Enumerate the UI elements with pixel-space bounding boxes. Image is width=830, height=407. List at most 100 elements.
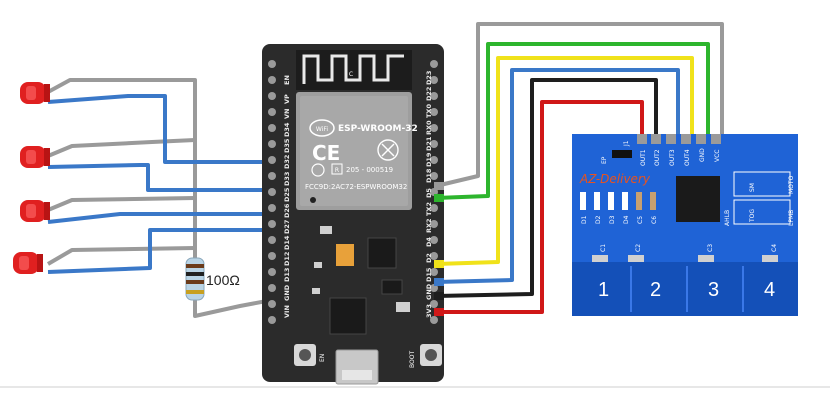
- transistor-part: [381, 279, 403, 295]
- wire-out4: [434, 56, 694, 266]
- wire-d32: [47, 94, 272, 164]
- led-2: [20, 146, 50, 168]
- svg-text:C5: C5: [637, 216, 644, 224]
- svg-text:VN: VN: [283, 109, 291, 119]
- svg-text:D15: D15: [425, 267, 433, 282]
- antenna-trace: [302, 54, 404, 84]
- wire-gnd: [434, 42, 710, 200]
- wire-out1: [434, 100, 644, 314]
- wire-vcc: [434, 22, 724, 188]
- svg-text:RX2: RX2: [425, 218, 433, 233]
- antenna-label: C: [349, 71, 353, 78]
- svg-text:TX0: TX0: [425, 104, 433, 118]
- boot-button-label: BOOT: [409, 351, 416, 368]
- touch-sensor-board: OUT1 OUT2 OUT3 OUT4 GND VCC J1 EP AZ-Del…: [572, 134, 798, 316]
- svg-text:D4: D4: [623, 215, 630, 224]
- j1-label: J1: [623, 140, 630, 147]
- smd-part-3: [312, 288, 320, 294]
- svg-text:C2: C2: [635, 244, 642, 252]
- wire-tips: [434, 182, 444, 316]
- weee-bin-icon: [377, 139, 399, 161]
- right-pin-header: [430, 60, 438, 324]
- en-button-cap: [299, 349, 311, 361]
- svg-text:D22: D22: [425, 87, 433, 101]
- touch-pad-2: 2: [650, 279, 661, 301]
- svg-text:D14: D14: [283, 235, 291, 250]
- led-4: [13, 252, 43, 274]
- svg-text:D13: D13: [283, 268, 291, 282]
- svg-text:D12: D12: [283, 252, 291, 266]
- touch-cap-parts: [592, 255, 778, 262]
- wire-d26: [47, 212, 272, 224]
- svg-text:C4: C4: [771, 244, 778, 252]
- moto-label: MOTO: [788, 175, 795, 194]
- led-blue-wires: [47, 94, 272, 274]
- svg-text:D3: D3: [609, 215, 616, 224]
- touch-cap-labels: C1 C2 C3 C4: [600, 244, 778, 252]
- svg-text:RX0: RX0: [425, 120, 433, 135]
- touch-header-pins: [637, 134, 721, 144]
- svg-text:D19: D19: [425, 152, 433, 167]
- svg-text:OUT4: OUT4: [684, 149, 691, 166]
- regulator-capacitor: [336, 244, 354, 266]
- svg-text:D5: D5: [425, 188, 433, 198]
- svg-text:D2: D2: [595, 215, 602, 224]
- smd-part-4: [396, 302, 410, 312]
- svg-text:D21: D21: [425, 136, 433, 151]
- voltage-regulator: [367, 237, 397, 269]
- ce-mark: CE: [312, 141, 340, 165]
- jumper-block-2: [733, 199, 791, 225]
- usb-port-opening: [342, 370, 372, 380]
- led-1: [20, 82, 50, 104]
- svg-text:C6: C6: [651, 216, 658, 224]
- svg-text:D4: D4: [425, 237, 433, 247]
- svg-text:GND: GND: [283, 284, 291, 301]
- right-wires: [434, 22, 724, 314]
- touch-led-labels: D1 D2 D3 D4 C5 C6: [581, 215, 658, 224]
- wire-out2: [434, 78, 658, 298]
- ep-label: EP: [601, 156, 608, 164]
- svg-text:TX2: TX2: [425, 202, 433, 216]
- svg-text:D1: D1: [581, 215, 588, 224]
- svg-text:3V3: 3V3: [425, 304, 433, 318]
- svg-text:D25: D25: [283, 187, 291, 202]
- svg-text:GND: GND: [425, 283, 433, 300]
- module-name: ESP-WROOM-32: [338, 124, 418, 134]
- svg-text:D2: D2: [425, 253, 433, 263]
- svg-text:GND: GND: [699, 148, 706, 162]
- wifi-logo-icon: [309, 119, 335, 137]
- sm-label: SM: [749, 183, 756, 192]
- svg-text:C1: C1: [600, 244, 607, 252]
- touch-pad-strip: [572, 262, 798, 316]
- svg-text:OUT2: OUT2: [654, 149, 661, 166]
- touch-pad-3: 3: [708, 279, 719, 301]
- touch-ic: [676, 176, 720, 222]
- svg-text:OUT3: OUT3: [669, 149, 676, 166]
- fcc-id: FCC9D:2AC72-ESPWROOM32: [305, 183, 407, 191]
- svg-text:D34: D34: [283, 122, 291, 137]
- svg-text:D32: D32: [283, 155, 291, 169]
- svg-text:C3: C3: [707, 244, 714, 252]
- svg-text:VP: VP: [283, 94, 291, 104]
- wire-out3: [434, 68, 680, 284]
- touch-pad-4: 4: [764, 279, 775, 301]
- led-3: [20, 200, 50, 222]
- svg-text:EN: EN: [283, 75, 291, 85]
- pin1-dot: [310, 197, 316, 203]
- jumper-block-1: [733, 171, 791, 197]
- en-button-label: EN: [319, 354, 326, 362]
- boot-button-cap: [425, 349, 437, 361]
- svg-text:VCC: VCC: [714, 150, 721, 162]
- svg-text:D33: D33: [283, 172, 291, 186]
- svg-text:D23: D23: [425, 71, 433, 85]
- touch-led-row: [580, 192, 656, 210]
- usb-uart-chip: [329, 297, 367, 335]
- smd-part-2: [314, 262, 322, 268]
- svg-text:D18: D18: [425, 168, 433, 183]
- ahlb-label: AHLB: [724, 210, 731, 226]
- svg-text:VIN: VIN: [283, 305, 291, 318]
- svg-text:D35: D35: [283, 138, 291, 153]
- svg-text:OUT1: OUT1: [640, 149, 647, 166]
- tog-label: TOG: [749, 209, 756, 223]
